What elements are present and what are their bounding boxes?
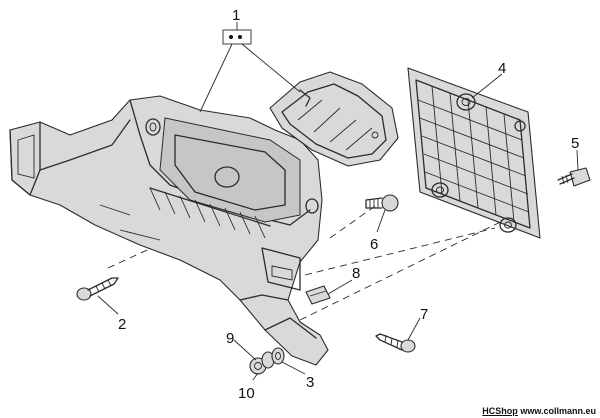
screw-part-5 (557, 167, 591, 187)
screw-part-6 (365, 194, 399, 212)
callout-8: 8 (352, 265, 360, 282)
callout-10: 10 (238, 385, 255, 402)
nut-washer-set (249, 347, 285, 375)
leader-lines (97, 22, 579, 381)
callout-3: 3 (306, 374, 314, 391)
callout-2: 2 (118, 316, 126, 333)
callout-5: 5 (571, 135, 579, 152)
callout-1: 1 (232, 7, 240, 24)
plate-holder-part (407, 67, 541, 239)
footer-brand: HCShop (482, 406, 518, 416)
callout-4: 4 (498, 60, 506, 77)
lid-cover-part (269, 71, 399, 167)
callout-labels: 1 2 3 4 5 6 7 8 9 10 (118, 7, 579, 402)
callout-9: 9 (226, 330, 234, 347)
screw-part-2 (76, 277, 119, 301)
screw-part-7 (375, 333, 416, 353)
clip-nut-part (305, 285, 331, 305)
footer-credit: HCShop www.collmann.eu (482, 406, 596, 416)
rear-housing-part (9, 95, 329, 366)
footer-url: www.collmann.eu (520, 406, 596, 416)
callout-7: 7 (420, 306, 428, 323)
callout-6: 6 (370, 236, 378, 253)
